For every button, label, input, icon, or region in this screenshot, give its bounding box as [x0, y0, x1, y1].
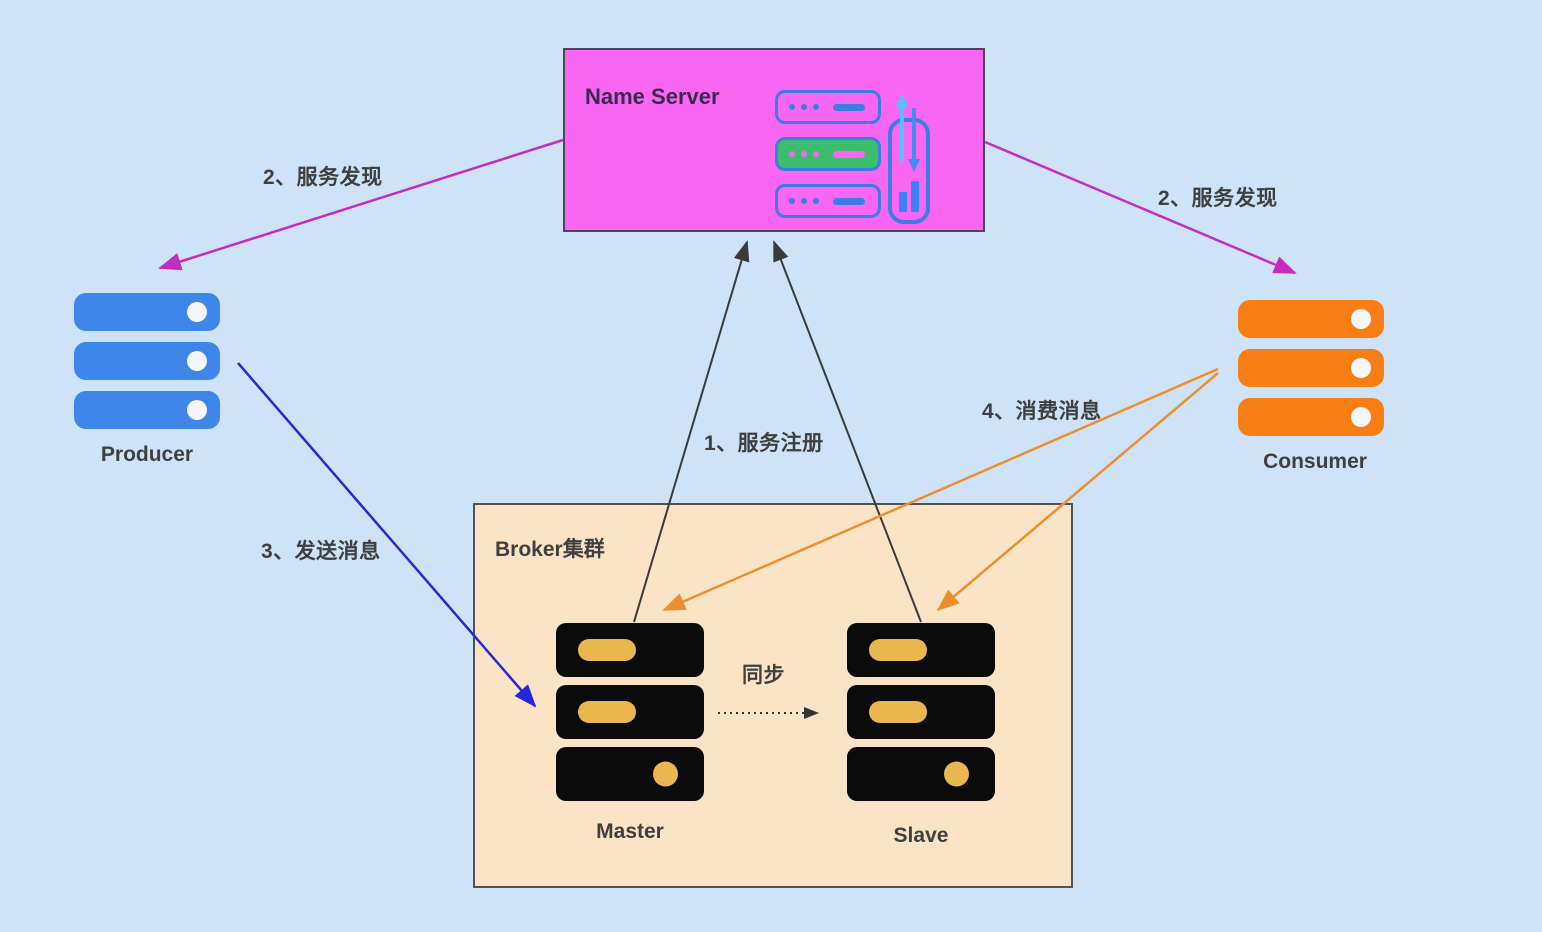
- edge-service-discovery-producer: [158, 138, 564, 271]
- server-bar-icon: [847, 747, 995, 801]
- server-rack-icon: [775, 90, 881, 218]
- drive-slot-icon: [869, 701, 927, 723]
- led-dot-icon: [187, 400, 207, 420]
- producer-stack-icon: [74, 293, 220, 440]
- label-service-discovery-left: 2、服务发现: [263, 166, 383, 189]
- producer-label: Producer: [100, 443, 194, 466]
- server-unit-icon: [775, 184, 881, 218]
- label-service-discovery-right: 2、服务发现: [1158, 187, 1278, 210]
- server-bar-icon: [556, 685, 704, 739]
- led-dot-icon: [1351, 407, 1371, 427]
- name-server-title: Name Server: [585, 84, 720, 109]
- power-dot-icon: [944, 761, 969, 787]
- label-consume-message: 4、消费消息: [982, 400, 1102, 423]
- master-label: Master: [596, 820, 664, 843]
- server-bar-icon: [74, 342, 220, 380]
- server-unit-icon: [775, 90, 881, 124]
- server-bar-icon: [847, 623, 995, 677]
- led-dot-icon: [187, 302, 207, 322]
- slave-server-icon: [847, 623, 995, 809]
- server-bar-icon: [847, 685, 995, 739]
- led-dot-icon: [187, 351, 207, 371]
- label-service-register: 1、服务注册: [704, 432, 824, 455]
- drive-slot-icon: [578, 701, 636, 723]
- broker-cluster-label: Broker集群: [495, 538, 605, 561]
- consumer-stack-icon: [1238, 300, 1384, 447]
- label-sync: 同步: [742, 664, 785, 687]
- led-dot-icon: [1351, 309, 1371, 329]
- drive-slot-icon: [578, 639, 636, 661]
- server-bar-icon: [74, 391, 220, 429]
- led-dot-icon: [1351, 358, 1371, 378]
- slave-label: Slave: [893, 824, 949, 847]
- data-transfer-monitor-icon: [888, 94, 930, 224]
- drive-slot-icon: [869, 639, 927, 661]
- server-bar-icon: [1238, 398, 1384, 436]
- server-bar-icon: [556, 623, 704, 677]
- name-server-box: Name Server: [563, 48, 985, 232]
- power-dot-icon: [653, 761, 678, 787]
- label-send-message: 3、发送消息: [261, 540, 381, 563]
- consumer-label: Consumer: [1263, 450, 1367, 473]
- master-server-icon: [556, 623, 704, 809]
- server-bar-icon: [1238, 300, 1384, 338]
- server-unit-active-icon: [775, 137, 881, 171]
- server-bar-icon: [74, 293, 220, 331]
- server-bar-icon: [556, 747, 704, 801]
- server-bar-icon: [1238, 349, 1384, 387]
